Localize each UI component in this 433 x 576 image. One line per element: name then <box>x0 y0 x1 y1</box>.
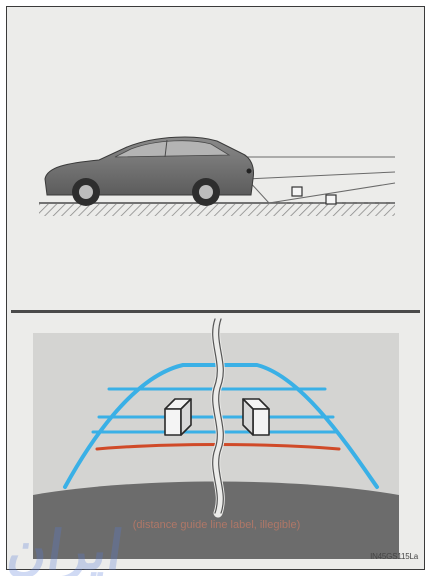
figure-artwork <box>7 7 425 570</box>
obstacle-box-near <box>292 187 302 196</box>
rear-camera-icon <box>247 169 252 174</box>
rear-camera-figure: (distance guide line label, illegible) I… <box>6 6 425 570</box>
figure-id-code: IN45GS115La <box>370 552 418 561</box>
obstacle-box-far <box>326 195 336 204</box>
camera-field-of-view <box>247 157 395 203</box>
image-break-mark <box>213 319 224 513</box>
figure-divider <box>11 310 420 313</box>
car-side-icon <box>45 137 254 206</box>
side-view-illustration <box>39 137 395 216</box>
obstacle-box-left-view <box>165 399 191 435</box>
obstacle-box-right-view <box>243 399 269 435</box>
ground-hatching <box>39 204 395 216</box>
watermark-logo: ﺍﻳﺮﺍﻥ <box>4 518 127 576</box>
